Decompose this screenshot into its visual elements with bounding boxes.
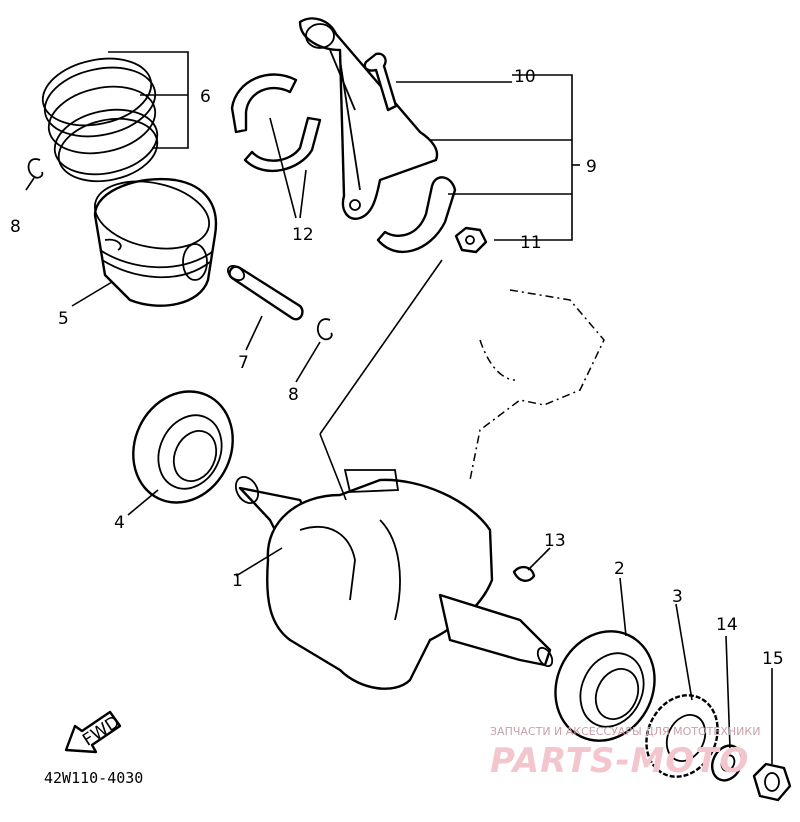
callout-4: 4 — [114, 513, 125, 533]
woodruff-key — [512, 565, 536, 582]
piston-pin — [226, 264, 304, 321]
circlip-upper — [27, 158, 44, 179]
piston — [93, 177, 218, 307]
watermark: ЗАПЧАСТИ И АКСЕССУАРЫ ДЛЯ МОТОТЕХНИКИ PA… — [490, 725, 760, 781]
bearing-right — [554, 630, 656, 742]
callout-9: 9 — [586, 157, 597, 177]
fwd-arrow-icon: FWD — [64, 710, 123, 754]
callout-12: 12 — [292, 225, 314, 245]
callout-13: 13 — [544, 531, 566, 551]
part-code: 42W110-4030 — [44, 769, 143, 787]
primary-drive-gear — [645, 694, 719, 778]
callout-8-lower: 8 — [288, 385, 299, 405]
connecting-rod — [298, 17, 439, 220]
watermark-caption: ЗАПЧАСТИ И АКСЕССУАРЫ ДЛЯ МОТОТЕХНИКИ — [490, 725, 760, 738]
callout-15: 15 — [762, 649, 784, 669]
callout-2: 2 — [614, 559, 625, 579]
leader-lines — [25, 51, 773, 764]
callout-labels: 1 2 3 4 5 6 7 8 8 9 10 11 12 13 14 15 — [10, 67, 784, 669]
callout-6: 6 — [200, 87, 211, 107]
rod-nut — [454, 226, 488, 254]
washer — [711, 744, 743, 782]
rod-phantom-outline-inner — [479, 339, 516, 381]
callout-1: 1 — [232, 571, 243, 591]
rod-bolt — [363, 52, 398, 112]
bearing-left — [132, 390, 234, 504]
callout-14: 14 — [716, 615, 738, 635]
rod-phantom-outline — [469, 289, 605, 481]
callout-11: 11 — [520, 233, 542, 253]
crank-nut — [752, 762, 792, 802]
callout-8-upper: 8 — [10, 217, 21, 237]
callout-7: 7 — [238, 353, 249, 373]
callout-3: 3 — [672, 587, 683, 607]
piston-rings — [41, 57, 159, 183]
big-end-bearings — [230, 73, 322, 173]
watermark-brand: PARTS-MOTO — [490, 741, 749, 781]
connecting-rod-cap — [376, 176, 457, 254]
callout-10: 10 — [514, 67, 536, 87]
circlip-lower — [316, 318, 333, 341]
callout-5: 5 — [58, 309, 69, 329]
crankshaft — [234, 469, 554, 690]
